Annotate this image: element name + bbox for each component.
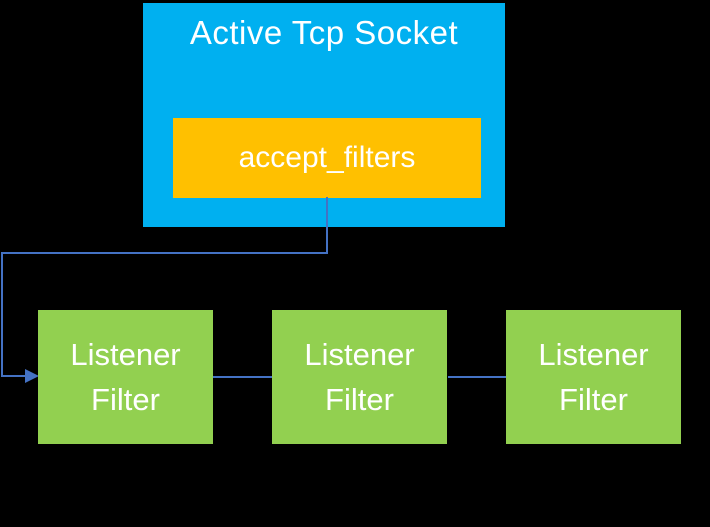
accept-filters-box: accept_filters [173, 118, 481, 198]
listener-filter-box-2: Listener Filter [272, 310, 447, 444]
active-tcp-socket-label: Active Tcp Socket [189, 14, 459, 51]
arrowhead-icon [25, 369, 39, 383]
listener-filter-box-1: Listener Filter [38, 310, 213, 444]
listener-filter-label: Listener Filter [538, 337, 649, 417]
listener-filter-label: Listener Filter [70, 337, 181, 417]
accept-filters-label: accept_filters [238, 141, 416, 174]
listener-filter-box-3: Listener Filter [506, 310, 681, 444]
active-tcp-socket-box: Active Tcp Socket accept_filters [143, 3, 505, 227]
listener-filter-label: Listener Filter [304, 337, 415, 417]
